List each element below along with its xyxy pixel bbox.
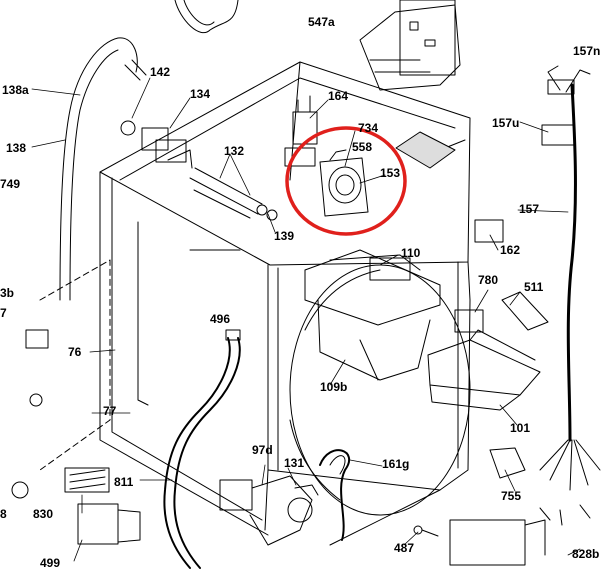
wiring-harness: [539, 65, 601, 526]
dispenser-hose: [189, 167, 278, 221]
control-board: [359, 0, 461, 91]
drain-hose: [163, 329, 241, 569]
part-label-153: 153: [380, 166, 401, 180]
part-label-131: 131: [284, 456, 305, 470]
part-label-499: 499: [40, 556, 61, 570]
part-label-76: 76: [68, 345, 82, 359]
part-label-7: 7: [0, 306, 7, 320]
lower-right-parts: [413, 447, 546, 566]
part-label-157: 157: [519, 202, 540, 216]
part-label-134: 134: [190, 87, 211, 101]
part-label-749: 749: [0, 177, 21, 191]
part-label-132: 132: [224, 144, 245, 158]
lower-left-parts: [11, 467, 141, 545]
door-opening: [289, 264, 471, 516]
part-label-138a: 138a: [2, 83, 29, 97]
part-label-755: 755: [501, 489, 522, 503]
part-label-487: 487: [394, 541, 415, 555]
detergent-dispenser: [304, 249, 441, 381]
control-panel-insert: [395, 131, 456, 169]
part-label-511: 511: [524, 280, 544, 294]
part-label-162: 162: [500, 243, 521, 257]
part-label-97d: 97d: [252, 443, 273, 457]
part-label-496: 496: [210, 312, 231, 326]
pressure-switch: [284, 95, 318, 167]
part-label-77: 77: [103, 404, 117, 418]
part-label-547a: 547a: [308, 15, 335, 29]
cabinet-body: [99, 61, 471, 546]
part-label-8: 8: [0, 507, 7, 521]
part-label-734: 734: [358, 121, 379, 135]
part-label-142: 142: [150, 65, 171, 79]
part-label-101: 101: [510, 421, 531, 435]
part-label-109b: 109b: [320, 380, 348, 394]
inlet-hose: [59, 0, 239, 301]
part-label-828b: 828b: [572, 547, 600, 561]
part-label-161g: 161g: [382, 457, 410, 471]
sump-hose: [319, 449, 351, 541]
part-label-780: 780: [478, 273, 499, 287]
part-label-830: 830: [33, 507, 54, 521]
side-panel: [25, 259, 111, 471]
part-label-811: 811: [114, 475, 134, 489]
part-label-157n: 157n: [573, 44, 601, 58]
highlight-circle: [285, 126, 407, 236]
inlet-valve: [120, 120, 193, 169]
small-brackets: [454, 219, 549, 333]
part-label-110: 110: [401, 246, 421, 260]
part-label-3b: 3b: [0, 286, 15, 300]
dispenser-drawer: [427, 329, 541, 411]
part-label-157u: 157u: [492, 116, 520, 130]
drain-pump: [219, 475, 319, 546]
programmer-knob: [319, 149, 369, 217]
part-label-164: 164: [328, 89, 349, 103]
part-label-558: 558: [352, 140, 373, 154]
leader-lines: [31, 77, 581, 562]
part-label-139: 139: [274, 229, 295, 243]
part-label-138: 138: [6, 141, 27, 155]
